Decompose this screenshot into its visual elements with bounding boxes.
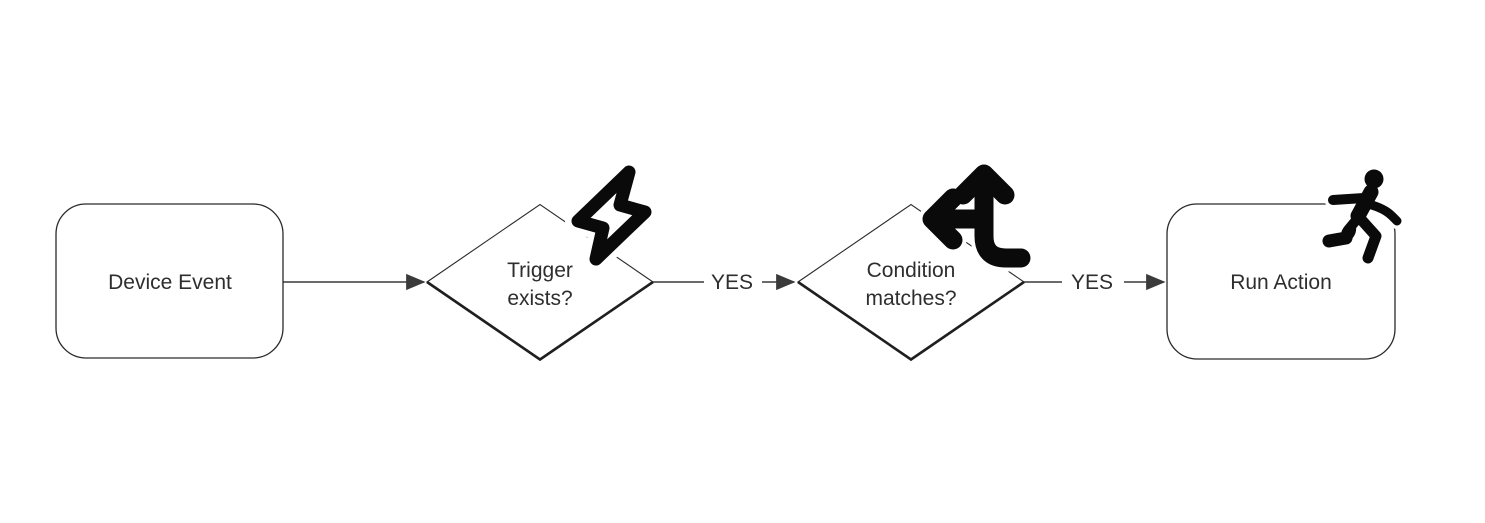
yes-label-trigger: YES [710,271,754,294]
trigger-exists-diamond-bottom-edge [426,280,654,362]
device-event-label: Device Event [108,271,232,294]
trigger-exists-label: Trigger exists? [507,259,573,310]
device-event-box [55,203,284,359]
person-running-icon [1319,164,1405,267]
condition-matches-label: Condition matches? [865,259,957,310]
run-action-label: Run Action [1230,271,1332,294]
yes-label-condition: YES [1070,271,1114,294]
lightning-bolt-icon [565,159,658,272]
split-arrows-icon [918,160,1035,272]
condition-matches-diamond-bottom-edge [797,280,1025,362]
